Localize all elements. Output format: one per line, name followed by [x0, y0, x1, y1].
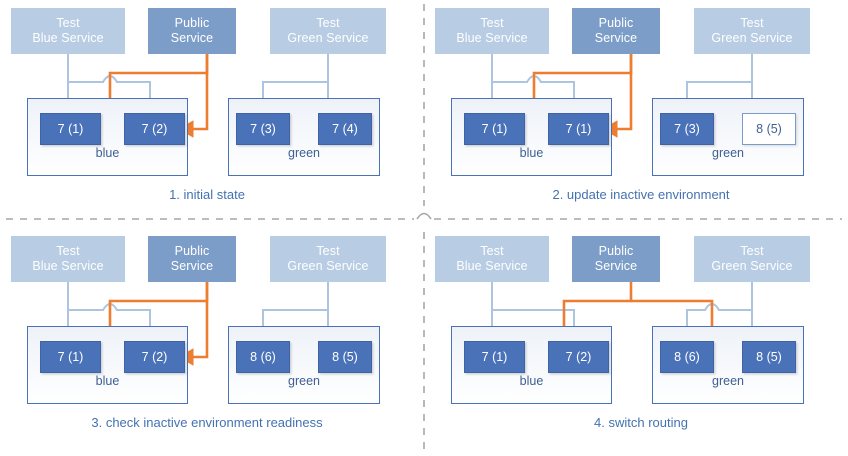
environment-green-label: green: [712, 146, 744, 160]
label-line-2: Service: [170, 31, 214, 45]
panel-2-caption: 2. update inactive environment: [552, 187, 730, 202]
node-green-2[interactable]: 8 (5): [318, 341, 372, 373]
label-line-2: Blue Service: [456, 31, 528, 45]
environment-blue-label: blue: [95, 146, 120, 160]
arrow-testgreen-to-node3: [679, 54, 753, 113]
arrow-public-to-node2: [178, 282, 209, 366]
label-line-2: Green Service: [711, 259, 793, 273]
test-green-service-label: Test Green Service: [287, 16, 368, 46]
label-line-2: Service: [594, 259, 638, 273]
arrow-testgreen-to-node3: [255, 54, 329, 113]
node-blue-1[interactable]: 7 (1): [40, 113, 101, 145]
test-blue-service-label: Test Blue Service: [456, 244, 527, 274]
test-blue-service-box[interactable]: Test Blue Service: [11, 236, 125, 282]
public-service-label: Public Service: [595, 244, 637, 274]
label-line-2: Blue Service: [32, 259, 104, 273]
label-line-1: Test: [480, 244, 504, 258]
label-line-1: Test: [740, 244, 764, 258]
test-green-service-box[interactable]: Test Green Service: [270, 236, 386, 282]
node-blue-1[interactable]: 7 (1): [464, 341, 525, 373]
panel-1-connectors: [60, 54, 336, 138]
node-green-2[interactable]: 8 (5): [742, 341, 796, 373]
label-line-2: Green Service: [287, 259, 369, 273]
environment-blue-label: blue: [519, 146, 544, 160]
label-line-1: Public: [598, 244, 634, 258]
node-blue-2[interactable]: 7 (2): [124, 113, 185, 145]
label-line-2: Blue Service: [32, 31, 104, 45]
test-green-service-box[interactable]: Test Green Service: [270, 8, 386, 54]
label-line-2: Green Service: [711, 31, 793, 45]
label-line-1: Public: [598, 16, 634, 30]
node-blue-1[interactable]: 7 (1): [464, 113, 525, 145]
test-blue-service-label: Test Blue Service: [32, 16, 103, 46]
label-line-2: Service: [170, 259, 214, 273]
test-blue-service-box[interactable]: Test Blue Service: [435, 8, 549, 54]
node-green-2[interactable]: 8 (5): [742, 113, 796, 145]
separator-hop-icon: [416, 212, 432, 220]
environment-blue-label: blue: [519, 374, 544, 388]
label-line-1: Test: [56, 16, 80, 30]
test-blue-service-box[interactable]: Test Blue Service: [435, 236, 549, 282]
public-service-box[interactable]: Public Service: [148, 236, 236, 282]
arrow-testblue-to-node2: [491, 282, 582, 341]
node-blue-2[interactable]: 7 (1): [548, 113, 609, 145]
label-line-1: Test: [480, 16, 504, 30]
test-green-service-box[interactable]: Test Green Service: [694, 236, 810, 282]
test-blue-service-label: Test Blue Service: [32, 244, 103, 274]
arrow-testgreen-to-node3: [679, 282, 753, 341]
node-blue-2[interactable]: 7 (2): [124, 341, 185, 373]
test-green-service-label: Test Green Service: [711, 16, 792, 46]
label-line-1: Test: [316, 244, 340, 258]
node-green-1[interactable]: 8 (6): [660, 341, 714, 373]
arrow-public-to-node2: [178, 54, 209, 138]
environment-blue-label: blue: [95, 374, 120, 388]
public-service-box[interactable]: Public Service: [572, 236, 660, 282]
label-line-2: Blue Service: [456, 259, 528, 273]
label-line-1: Public: [174, 16, 210, 30]
label-line-2: Service: [594, 31, 638, 45]
node-blue-2[interactable]: 7 (2): [548, 341, 609, 373]
environment-green-label: green: [288, 146, 320, 160]
test-blue-service-box[interactable]: Test Blue Service: [11, 8, 125, 54]
public-service-label: Public Service: [595, 16, 637, 46]
label-line-1: Test: [740, 16, 764, 30]
public-service-box[interactable]: Public Service: [148, 8, 236, 54]
node-blue-1[interactable]: 7 (1): [40, 341, 101, 373]
public-service-box[interactable]: Public Service: [572, 8, 660, 54]
panel-4-caption: 4. switch routing: [594, 415, 688, 430]
label-line-1: Public: [174, 244, 210, 258]
panel-separators: [6, 4, 842, 452]
node-green-2[interactable]: 7 (4): [318, 113, 372, 145]
label-line-1: Test: [56, 244, 80, 258]
node-green-1[interactable]: 8 (6): [236, 341, 290, 373]
node-green-1[interactable]: 7 (3): [236, 113, 290, 145]
environment-green-label: green: [288, 374, 320, 388]
public-service-label: Public Service: [171, 16, 213, 46]
panel-1-caption: 1. initial state: [169, 187, 245, 202]
test-green-service-box[interactable]: Test Green Service: [694, 8, 810, 54]
test-green-service-label: Test Green Service: [287, 244, 368, 274]
label-line-1: Test: [316, 16, 340, 30]
test-green-service-label: Test Green Service: [711, 244, 792, 274]
arrow-public-to-node2: [602, 54, 633, 138]
public-service-label: Public Service: [171, 244, 213, 274]
panel-3-caption: 3. check inactive environment readiness: [91, 415, 323, 430]
arrow-testgreen-to-node3: [255, 282, 329, 341]
environment-green-label: green: [712, 374, 744, 388]
label-line-2: Green Service: [287, 31, 369, 45]
test-blue-service-label: Test Blue Service: [456, 16, 527, 46]
node-green-1[interactable]: 7 (3): [660, 113, 714, 145]
